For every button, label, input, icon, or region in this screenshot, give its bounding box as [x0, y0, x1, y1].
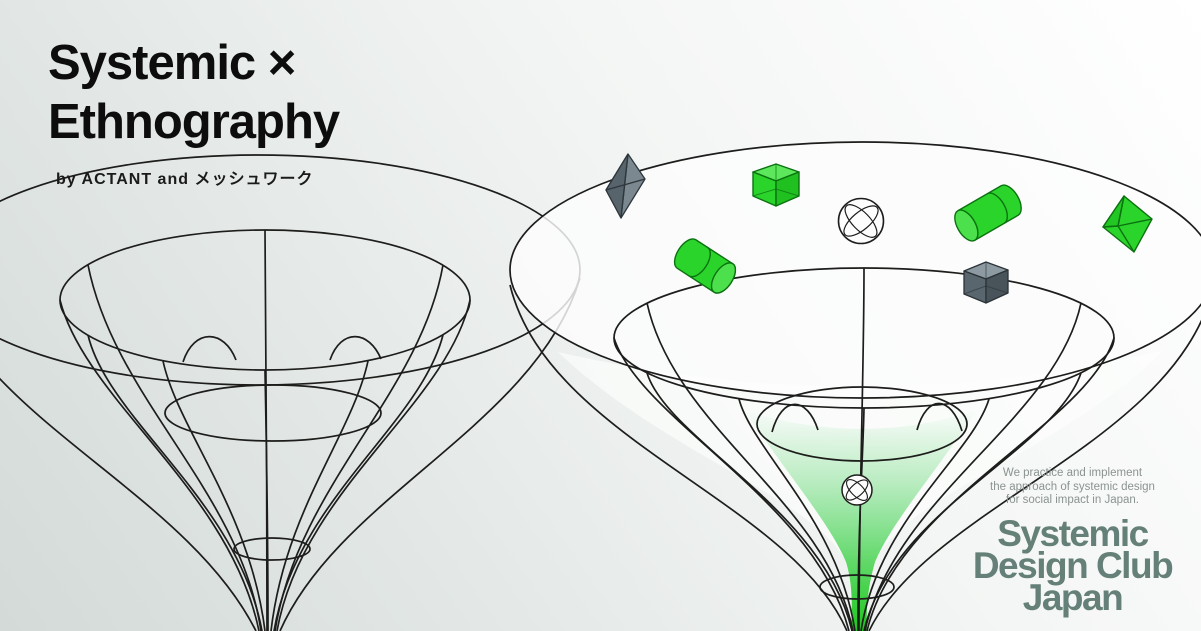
brand-tagline: We practice and implement the approach o… [950, 467, 1195, 508]
byline: by ACTANT and メッシュワーク [56, 171, 314, 188]
logo-line-1: Systemic [997, 513, 1149, 554]
right-funnel-wireframe [509, 141, 1201, 631]
left-funnel-wireframe [0, 154, 581, 631]
logo-line-3: Japan [1022, 577, 1124, 618]
page-title: Systemic × Ethnography [48, 34, 340, 152]
sphere-small-icon [841, 474, 873, 506]
brand-logo: Systemic Design Club Japan [950, 513, 1195, 618]
cylinder-left-icon [673, 238, 737, 294]
cylinder-right-icon [954, 184, 1022, 242]
octahedron-green-icon [1102, 195, 1153, 253]
title-line-2: Ethnography [48, 95, 340, 149]
cube-green-icon [752, 163, 800, 207]
sphere-icon [837, 197, 885, 245]
tagline-line-1: We practice and implement [1002, 467, 1143, 479]
logo-line-2: Design Club [972, 545, 1174, 586]
octahedron-gray-icon [605, 153, 646, 219]
title-line-1: Systemic × [48, 36, 296, 90]
tagline-line-3: for social impact in Japan. [1006, 494, 1139, 506]
tagline-line-2: the approach of systemic design [990, 480, 1155, 493]
cube-gray-icon [963, 261, 1009, 304]
